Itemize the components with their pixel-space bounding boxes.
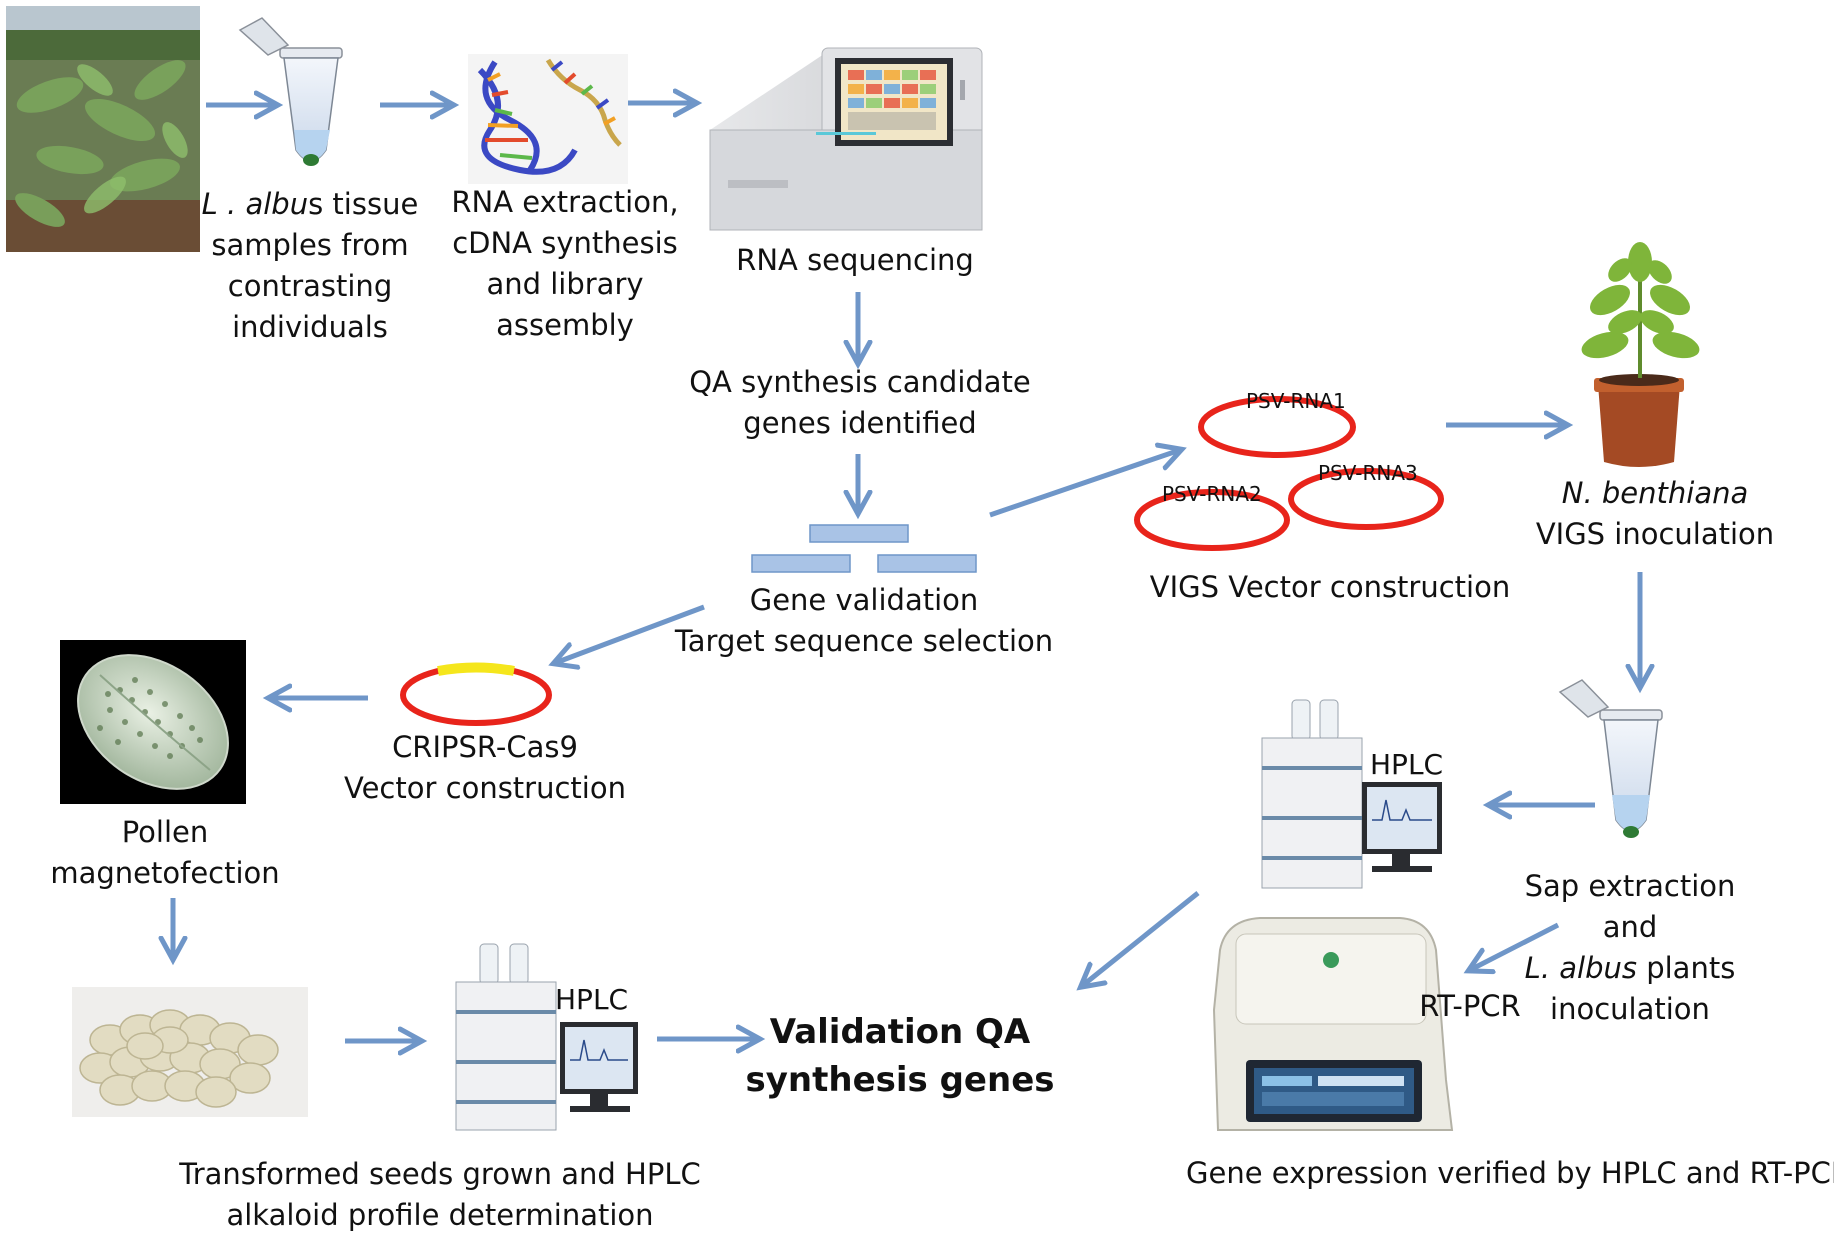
hplc-icon-bottom bbox=[455, 943, 638, 1131]
vigs-plasmids bbox=[1134, 396, 1444, 551]
rna-extraction-label: RNA extraction, cDNA synthesis and libra… bbox=[451, 185, 679, 342]
sap-tube-icon bbox=[1558, 679, 1663, 838]
plasmid-label-3: PSV-RNA3 bbox=[1318, 461, 1418, 485]
gene-bars-icon bbox=[751, 524, 977, 573]
rna-seq-label: RNA sequencing bbox=[736, 243, 974, 277]
crispr-label: CRIPSR-Cas9 Vector construction bbox=[344, 730, 626, 805]
hplc-label-bottom: HPLC bbox=[555, 983, 629, 1016]
gene-validation-label: Gene validation Target sequence selectio… bbox=[674, 583, 1054, 658]
plasmid-psv-rna3 bbox=[1288, 468, 1444, 530]
tissue-species: L . albu bbox=[201, 187, 309, 221]
crispr-plasmid bbox=[400, 662, 552, 726]
pollen-label: Pollen magnetofection bbox=[50, 815, 280, 890]
plasmid-psv-rna2 bbox=[1134, 489, 1290, 551]
sequencer-icon bbox=[709, 47, 983, 231]
gene-expression-label: Gene expression verified by HPLC and RT-… bbox=[1186, 1156, 1834, 1190]
benthiana-plant-icon bbox=[1581, 242, 1700, 467]
arrow-hplc-to-validation-right bbox=[1082, 891, 1200, 986]
plasmid-label-1: PSV-RNA1 bbox=[1246, 389, 1346, 413]
plant-photo bbox=[6, 6, 200, 252]
benthiana-label: N. benthiana VIGS inoculation bbox=[1535, 476, 1775, 551]
arrow-genes-to-vigs bbox=[989, 450, 1180, 518]
flow-arrows bbox=[173, 103, 1640, 1041]
tube-icon bbox=[238, 17, 343, 166]
seeds-photo bbox=[72, 987, 308, 1117]
tissue-label: L . albus tissue samples from contrastin… bbox=[201, 187, 419, 344]
plasmid-psv-rna1 bbox=[1198, 396, 1356, 458]
rtpcr-label: RT-PCR bbox=[1419, 989, 1521, 1023]
hplc-icon-right bbox=[1261, 699, 1442, 889]
plasmid-label-2: PSV-RNA2 bbox=[1162, 482, 1262, 506]
vigs-vector-label: VIGS Vector construction bbox=[1149, 570, 1511, 604]
transformed-seeds-label: Transformed seeds grown and HPLC alkaloi… bbox=[179, 1157, 701, 1232]
arrow-sap-to-rtpcr bbox=[1470, 922, 1560, 970]
hplc-label-right: HPLC bbox=[1370, 748, 1444, 781]
arrow-genes-to-crispr bbox=[555, 604, 705, 663]
validation-label: Validation QA synthesis genes bbox=[745, 1012, 1055, 1100]
sap-extraction-label: Sap extraction and L. albus plants inocu… bbox=[1524, 869, 1736, 1026]
dna-icon bbox=[468, 54, 628, 184]
rtpcr-machine-icon bbox=[1212, 917, 1454, 1131]
pollen-icon bbox=[60, 640, 246, 804]
qa-candidates-label: QA synthesis candidate genes identified bbox=[689, 365, 1031, 440]
